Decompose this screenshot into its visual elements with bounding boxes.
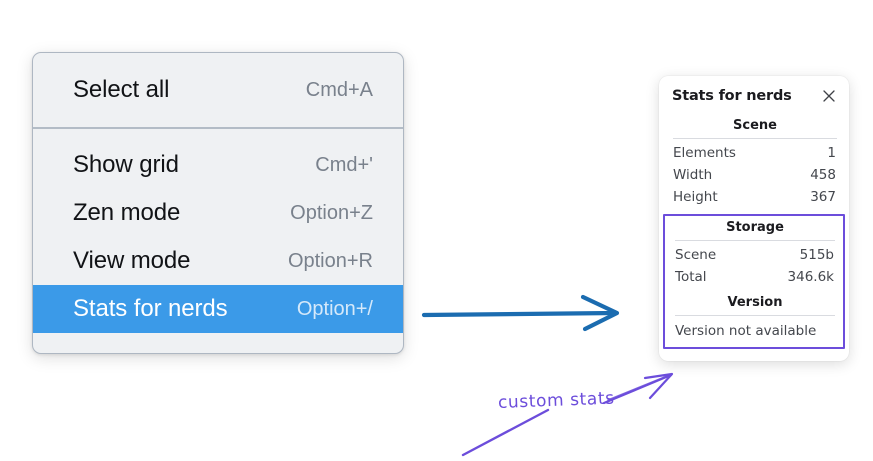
stat-value: 1 <box>827 145 836 161</box>
menu-item-label: Zen mode <box>73 199 181 226</box>
stat-row-storage-scene: Scene 515b <box>673 244 837 266</box>
section-rule <box>673 138 837 139</box>
stat-row-width: Width 458 <box>671 164 839 186</box>
stats-panel-header: Stats for nerds <box>671 88 839 104</box>
custom-stats-annotation-label: custom stats <box>497 388 615 413</box>
blue-arrow-icon <box>421 294 620 332</box>
menu-item-label: View mode <box>73 247 191 274</box>
menu-item-shortcut: Option+R <box>287 249 373 272</box>
menu-item-show-grid[interactable]: Show grid Cmd+' <box>33 141 403 189</box>
menu-item-shortcut: Option+Z <box>290 201 373 224</box>
stat-value: 367 <box>810 189 836 205</box>
stat-value: 458 <box>810 167 836 183</box>
menu-item-shortcut: Cmd+' <box>315 153 373 176</box>
section-title-storage: Storage <box>726 220 784 235</box>
stat-label: Elements <box>673 145 736 161</box>
stat-row-elements: Elements 1 <box>671 142 839 164</box>
menu-item-label: Show grid <box>73 151 179 178</box>
menu-item-label: Stats for nerds <box>73 295 228 322</box>
stat-value: 515b <box>799 247 834 263</box>
stat-row-storage-total: Total 346.6k <box>673 266 837 288</box>
menu-item-stats-for-nerds[interactable]: Stats for nerds Option+/ <box>33 285 403 333</box>
section-title-scene: Scene <box>733 118 777 133</box>
menu-item-select-all[interactable]: Select all Cmd+A <box>33 66 403 114</box>
stats-for-nerds-panel: Stats for nerds Scene Elements 1 Width 4… <box>659 76 849 361</box>
stat-label: Scene <box>675 247 717 263</box>
section-title-version: Version <box>727 295 783 310</box>
section-rule <box>675 315 835 316</box>
menu-item-shortcut: Cmd+A <box>305 78 373 101</box>
menu-divider <box>33 127 403 129</box>
stat-label: Width <box>673 167 713 183</box>
stat-value: 346.6k <box>787 269 834 285</box>
menu-item-label: Select all <box>73 76 170 103</box>
section-rule <box>675 240 835 241</box>
purple-arrow-icon <box>461 372 674 457</box>
menu-group-main: Show grid Cmd+' Zen mode Option+Z View m… <box>33 129 403 344</box>
stat-row-height: Height 367 <box>671 186 839 208</box>
context-menu[interactable]: Select all Cmd+A Show grid Cmd+' Zen mod… <box>32 52 404 354</box>
stats-panel-title: Stats for nerds <box>672 88 792 104</box>
stat-label: Total <box>675 269 707 285</box>
close-icon[interactable] <box>821 88 837 104</box>
version-text: Version not available <box>675 323 817 339</box>
menu-group-top: Select all Cmd+A <box>33 53 403 127</box>
stat-label: Height <box>673 189 718 205</box>
menu-item-shortcut: Option+/ <box>296 297 373 320</box>
custom-stats-highlight-box: Storage Scene 515b Total 346.6k Version … <box>663 214 845 349</box>
menu-item-view-mode[interactable]: View mode Option+R <box>33 237 403 285</box>
menu-item-zen-mode[interactable]: Zen mode Option+Z <box>33 189 403 237</box>
